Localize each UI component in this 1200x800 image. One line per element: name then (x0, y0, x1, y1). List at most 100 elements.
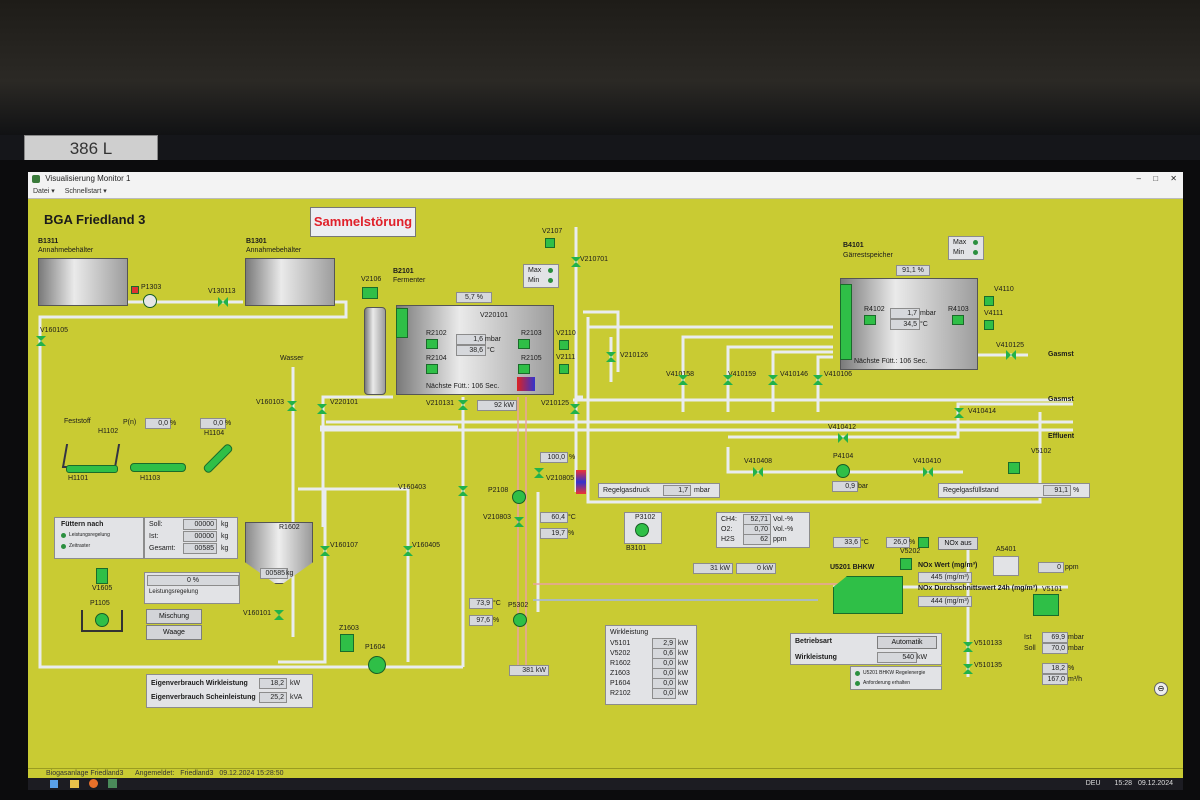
pump-p1604[interactable] (368, 656, 386, 674)
feed-gesamt-unit: kg (221, 545, 229, 552)
language-indicator[interactable]: DEU (1085, 780, 1101, 787)
fan-v4111[interactable] (984, 320, 994, 330)
regelgasfuellstand-panel: Regelgasfüllstand 91,1 % (938, 483, 1090, 498)
valve-v220101[interactable] (317, 404, 327, 414)
valve-v160101[interactable] (274, 610, 284, 620)
temp-73-unit: °C (493, 600, 501, 607)
r1602-label: R1602 (279, 524, 300, 531)
agitator-r2105[interactable] (518, 364, 530, 374)
agitator-r4103[interactable] (952, 315, 964, 325)
feed-mode-radio-1[interactable] (61, 533, 66, 538)
valve-v410408[interactable] (753, 467, 763, 477)
pump-p1303[interactable] (143, 294, 157, 308)
valve-v410125[interactable] (1006, 350, 1016, 360)
agitator-r4102[interactable] (864, 315, 876, 325)
mix-label: Leistungsregelung (149, 589, 199, 595)
maximize-button[interactable]: □ (1153, 174, 1159, 183)
valve-v210701[interactable] (571, 257, 581, 267)
pct-97-unit: % (493, 617, 500, 624)
valve-v410414[interactable] (954, 408, 964, 418)
start-icon[interactable] (50, 780, 58, 788)
waage-button[interactable]: Waage (146, 625, 202, 640)
valve-v160105[interactable] (36, 336, 46, 346)
pump-p4104[interactable] (836, 464, 850, 478)
nox-off-button[interactable]: NOx aus (938, 537, 978, 550)
agitator-r2102[interactable] (426, 339, 438, 349)
valve-v410106[interactable] (813, 375, 823, 385)
b2101-pressure: 1,6 (456, 334, 486, 345)
fan-v2110[interactable] (559, 340, 569, 350)
browser-icon[interactable] (88, 779, 98, 788)
explorer-icon[interactable] (69, 780, 79, 788)
mischung-button[interactable]: Mischung (146, 609, 202, 624)
bhkw-engine[interactable] (833, 576, 903, 614)
valve-v160405[interactable] (403, 546, 413, 556)
valve-v130113[interactable] (218, 297, 228, 307)
fan-v5102[interactable] (1008, 462, 1020, 474)
plant-title: BGA Friedland 3 (44, 212, 146, 227)
v160103-label: V160103 (256, 399, 285, 406)
conveyor-h1103[interactable] (130, 463, 186, 472)
v5101-percent: 18,2 (1042, 663, 1068, 674)
valve-v160403[interactable] (458, 486, 468, 496)
valve-v510133[interactable] (963, 642, 973, 652)
menu-datei[interactable]: Datei ▾ (33, 188, 55, 195)
h2s-unit: ppm (773, 536, 787, 543)
valve-v210126[interactable] (606, 352, 616, 362)
feed-mode-option-1: Leistungsregelung (69, 532, 110, 538)
valve-v210131[interactable] (458, 400, 468, 410)
r4102-label: R4102 (864, 306, 885, 313)
feed-mode-radio-2[interactable] (61, 544, 66, 549)
valve-v410410[interactable] (923, 467, 933, 477)
fan-v5202[interactable] (900, 558, 912, 570)
valve-v160107[interactable] (320, 546, 330, 556)
app-taskbar-icon[interactable] (107, 779, 117, 788)
valve-v410158[interactable] (678, 375, 688, 385)
valve-v160103[interactable] (287, 401, 297, 411)
taskbar-time[interactable]: 15:28 (1114, 780, 1132, 787)
active-power-row-unit: kW (678, 670, 689, 677)
pump-p2108[interactable] (512, 490, 526, 504)
active-power-row-unit: kW (678, 660, 689, 667)
pump-p1105-box[interactable] (81, 610, 123, 632)
temp-33-unit: °C (861, 539, 869, 546)
switch-a5401[interactable] (993, 556, 1019, 576)
tank-b1311[interactable] (38, 258, 128, 306)
silo[interactable] (364, 307, 386, 395)
pump-z1603[interactable] (340, 634, 354, 652)
tank-b2101-id: B2101 (393, 268, 414, 275)
blower-p3102[interactable]: P3102 (624, 512, 662, 544)
agitator-r2103[interactable] (518, 339, 530, 349)
menu-schnellstart[interactable]: Schnellstart ▾ (64, 188, 107, 195)
scroll-help-icon[interactable]: ⊖ (1154, 682, 1168, 696)
h1104-label: H1104 (204, 430, 225, 437)
tank-b1301-id: B1301 (246, 238, 267, 245)
conveyor-h1101[interactable] (66, 465, 118, 473)
betriebsart-button[interactable]: Automatik (877, 636, 937, 649)
ist-value: 69,9 (1042, 632, 1068, 643)
blower-v5101[interactable] (1033, 594, 1059, 616)
valve-v210125[interactable] (570, 404, 580, 414)
valve-v210803[interactable] (514, 517, 524, 527)
fan-v2106[interactable] (362, 287, 378, 299)
ch4-unit: Vol.-% (773, 516, 794, 523)
fan-v2111[interactable] (559, 364, 569, 374)
alarm-button[interactable]: Sammelstörung (310, 207, 416, 237)
fan-v1605[interactable] (96, 568, 108, 584)
valve-v410412[interactable] (838, 433, 848, 443)
taskbar-date[interactable]: 09.12.2024 (1137, 780, 1173, 787)
valve-v510135[interactable] (963, 664, 973, 674)
agitator-r2104[interactable] (426, 364, 438, 374)
valve-v410146[interactable] (768, 375, 778, 385)
fan-v4110[interactable] (984, 296, 994, 306)
pump-p5302[interactable] (513, 613, 527, 627)
nox-value: 445 (mg/m³) (918, 572, 972, 583)
valve-v210805[interactable] (534, 468, 544, 478)
wasser-label: Wasser (280, 355, 304, 362)
close-button[interactable]: ✕ (1170, 174, 1177, 183)
temp-60: 60,4 (540, 512, 568, 523)
r4103-label: R4103 (948, 306, 969, 313)
tank-b1301[interactable] (245, 258, 335, 306)
valve-v410159[interactable] (723, 375, 733, 385)
minimize-button[interactable]: – (1136, 174, 1141, 183)
